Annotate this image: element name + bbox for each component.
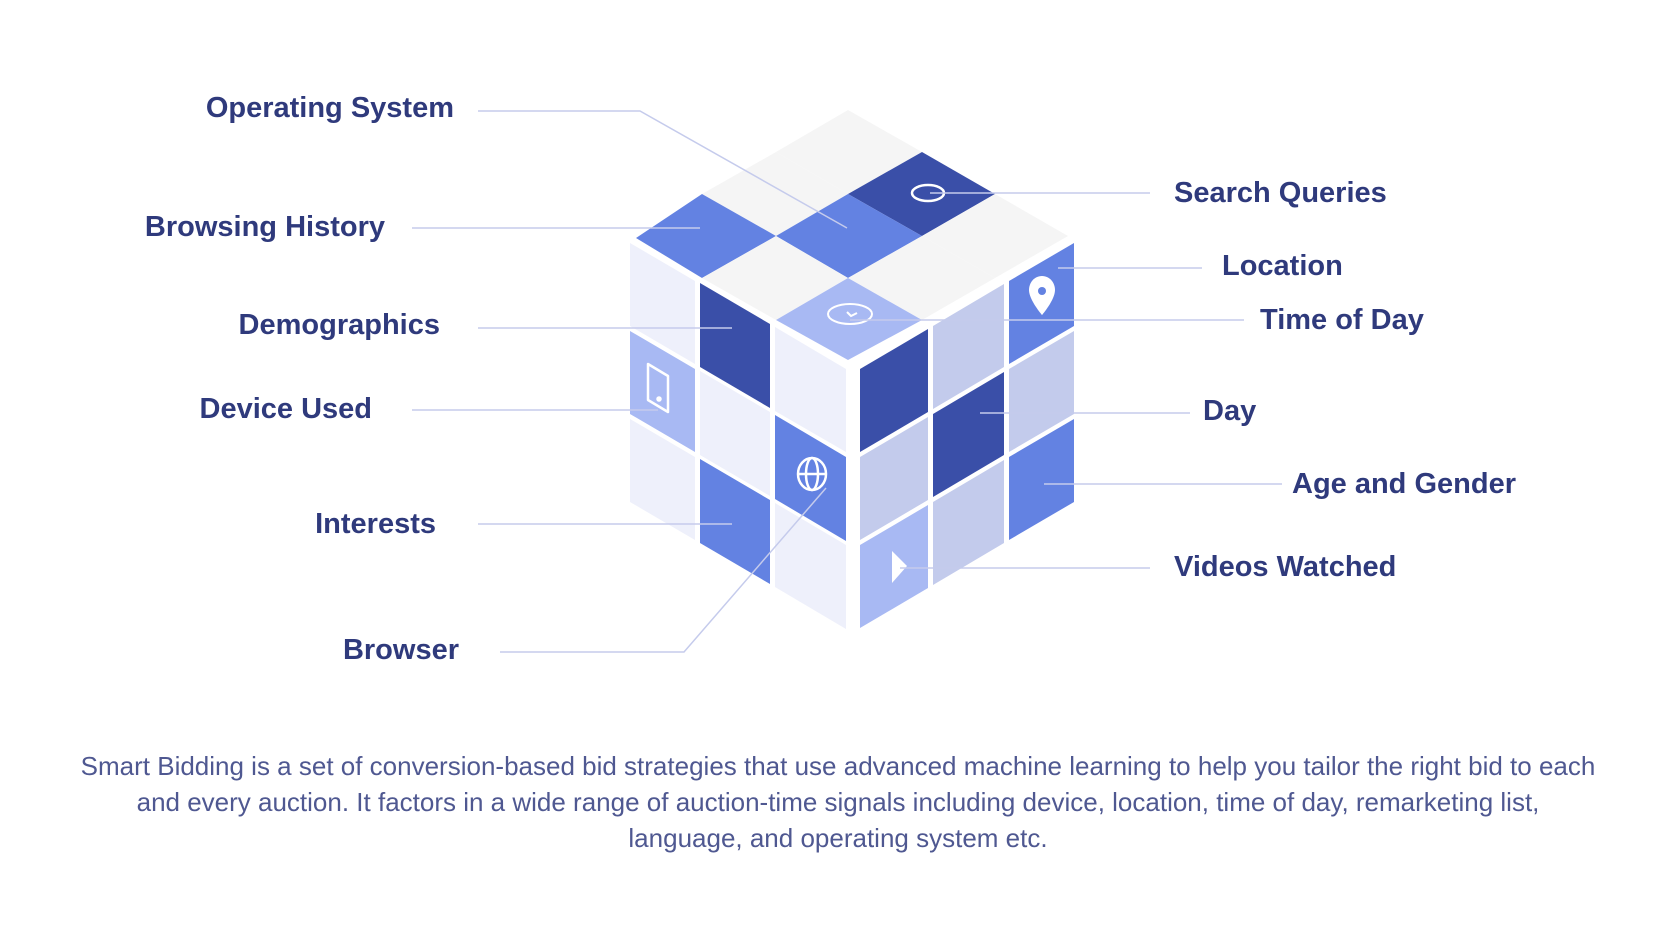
tablet-icon bbox=[646, 362, 670, 414]
connector-lines bbox=[412, 110, 1282, 653]
cube-right-face bbox=[860, 243, 1074, 628]
label-demographics: Demographics bbox=[238, 309, 440, 341]
play-icon bbox=[892, 551, 907, 583]
label-age-and-gender: Age and Gender bbox=[1292, 468, 1516, 500]
label-videos-watched: Videos Watched bbox=[1174, 551, 1397, 583]
cube-top-grid bbox=[636, 110, 1068, 360]
label-operating-system: Operating System bbox=[205, 92, 454, 124]
globe-icon bbox=[796, 456, 828, 492]
label-interests: Interests bbox=[315, 508, 436, 540]
clock-icon bbox=[827, 303, 873, 325]
caption-paragraph: Smart Bidding is a set of conversion-bas… bbox=[80, 751, 1596, 853]
label-day: Day bbox=[1203, 395, 1257, 427]
cube-left-face bbox=[630, 243, 846, 629]
location-pin-icon bbox=[1029, 276, 1055, 315]
label-search-queries: Search Queries bbox=[1174, 177, 1387, 209]
label-browser: Browser bbox=[342, 634, 459, 666]
label-location: Location bbox=[1222, 250, 1343, 282]
label-time-of-day: Time of Day bbox=[1260, 304, 1424, 336]
label-device-used: Device Used bbox=[199, 393, 373, 425]
label-browsing-history: Browsing History bbox=[144, 211, 385, 243]
connector-browser bbox=[500, 487, 827, 653]
connector-operating-system bbox=[478, 110, 848, 229]
